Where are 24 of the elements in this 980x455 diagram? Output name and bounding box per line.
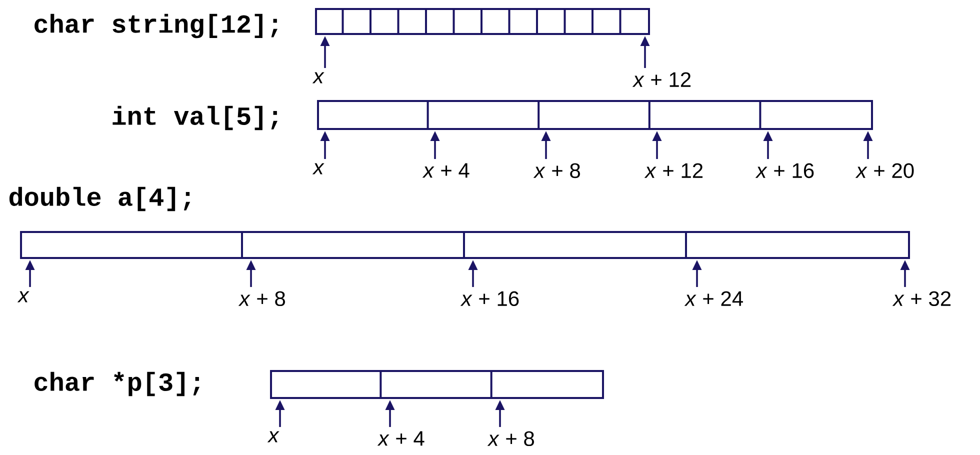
address-label: x + 4 xyxy=(377,431,424,446)
address-label: x + 16 xyxy=(755,163,814,178)
address-label: x xyxy=(312,163,324,174)
declaration-text: int val[5]; xyxy=(112,106,278,130)
address-label: x + 12 xyxy=(632,72,691,87)
array-box xyxy=(315,8,650,35)
address-label: x + 24 xyxy=(684,291,743,306)
array-box xyxy=(317,100,873,130)
array-box xyxy=(270,370,604,399)
array-box xyxy=(20,231,910,259)
declaration-text: double a[4]; xyxy=(9,186,190,212)
address-label: x + 8 xyxy=(238,291,285,306)
address-label: x + 4 xyxy=(422,163,470,178)
address-label: x + 32 xyxy=(892,291,951,306)
declaration-text: char string[12]; xyxy=(34,14,278,38)
address-label: x + 20 xyxy=(855,163,914,178)
address-label: x xyxy=(17,291,30,302)
address-label: x xyxy=(267,431,280,442)
address-label: x + 16 xyxy=(460,291,519,306)
address-label: x + 12 xyxy=(644,163,703,178)
declaration-text: char *p[3]; xyxy=(34,372,200,396)
address-label: x + 8 xyxy=(533,163,580,178)
address-label: x xyxy=(312,72,324,84)
address-label: x + 8 xyxy=(487,431,534,446)
